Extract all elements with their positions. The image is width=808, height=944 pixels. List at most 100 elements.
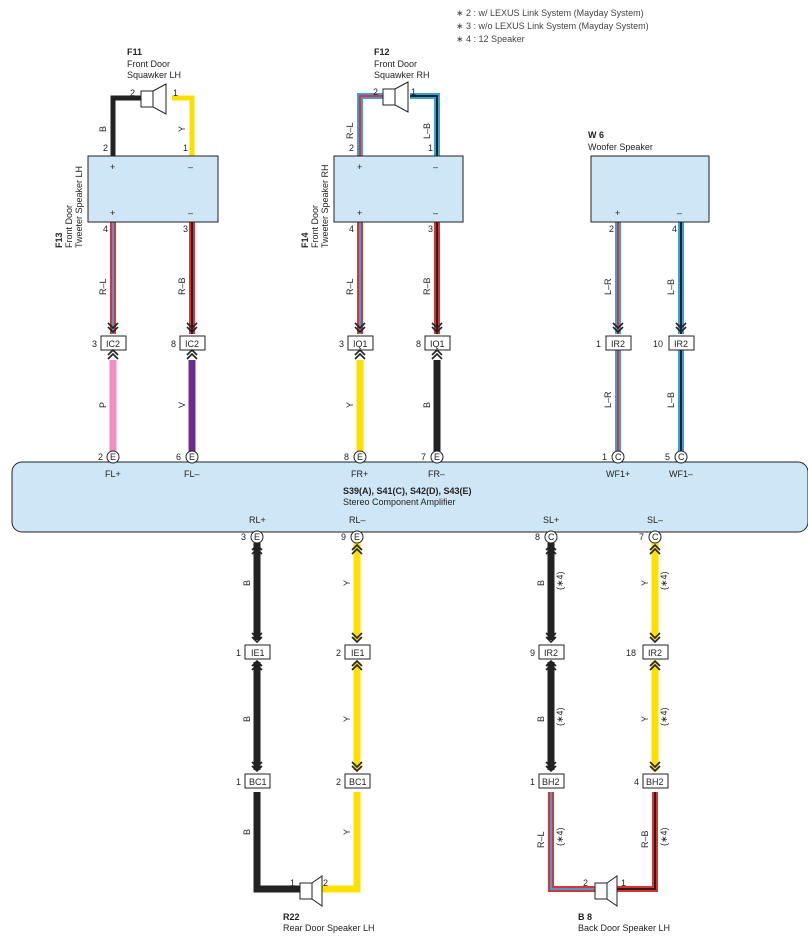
svg-text:B: B <box>242 829 252 835</box>
svg-text:IC2: IC2 <box>106 339 120 349</box>
svg-text:BC1: BC1 <box>249 777 267 787</box>
svg-text:Front Door: Front Door <box>64 205 74 248</box>
svg-text:1: 1 <box>428 143 433 153</box>
connector-iq1-2: IQ1 8 <box>416 335 451 351</box>
wires <box>109 93 684 893</box>
svg-text:RL–: RL– <box>349 515 366 525</box>
wire-bh2-rl <box>548 792 595 892</box>
connector-ir2-2: IR2 10 <box>653 335 695 351</box>
svg-text:1: 1 <box>530 777 535 787</box>
box-signs: + – + – + – + – + – <box>110 162 682 218</box>
f13-label: F13 Front Door Tweeter Speaker LH <box>54 166 84 248</box>
svg-text:L–B: L–B <box>422 123 432 139</box>
bottom-speaker-labels: R22 Rear Door Speaker LH B 8 Back Door S… <box>283 912 670 933</box>
svg-text:P: P <box>98 402 108 408</box>
wire-rl-y3 <box>320 792 361 893</box>
amp-terminals-bottom: E3 E9 C8 C7 <box>241 530 662 544</box>
svg-text:R–L: R–L <box>345 278 355 295</box>
svg-text:(∗4): (∗4) <box>555 827 565 846</box>
svg-text:–: – <box>188 208 193 218</box>
svg-text:IE1: IE1 <box>251 648 265 658</box>
connector-bc1-2: BC1 2 <box>336 773 371 789</box>
w6-box <box>590 155 710 223</box>
svg-text:Front Door: Front Door <box>310 205 320 248</box>
svg-text:10: 10 <box>653 339 663 349</box>
svg-text:7: 7 <box>421 452 426 462</box>
f12-name1: Front Door <box>374 59 417 69</box>
svg-text:–: – <box>188 162 193 172</box>
chevron-icon <box>251 761 263 773</box>
svg-text:1: 1 <box>411 87 416 97</box>
svg-text:B: B <box>242 580 252 586</box>
svg-text:+: + <box>110 208 115 218</box>
speaker-f11-icon <box>140 83 167 115</box>
connector-ie1-1: IE1 1 <box>236 644 271 660</box>
svg-text:2: 2 <box>130 88 135 98</box>
svg-text:L–B: L–B <box>666 279 676 295</box>
chevron-icon <box>612 322 624 334</box>
amp-terminal-labels: FL+ FL– FR+ FR– WF1+ WF1– RL+ RL– SL+ SL… <box>105 469 693 525</box>
svg-text:1: 1 <box>173 88 178 98</box>
speaker-b8-icon <box>594 875 618 907</box>
svg-text:8: 8 <box>535 532 540 542</box>
connector-bc1-1: BC1 1 <box>236 773 271 789</box>
svg-text:4: 4 <box>103 224 108 234</box>
component-titles: F11 Front Door Squawker LH F12 Front Doo… <box>54 47 653 248</box>
chevron-icon <box>351 543 363 555</box>
amp-name: Stereo Component Amplifier <box>343 497 456 507</box>
svg-text:WF1–: WF1– <box>669 469 693 479</box>
r22-code: R22 <box>283 912 300 922</box>
chevron-icon <box>186 348 198 360</box>
svg-text:4: 4 <box>349 224 354 234</box>
svg-text:(∗4): (∗4) <box>659 571 669 590</box>
svg-text:–: – <box>677 208 682 218</box>
connector-ir2-3: IR2 9 <box>530 644 565 660</box>
svg-text:F14: F14 <box>300 232 310 248</box>
svg-text:E: E <box>357 452 363 462</box>
f12-code: F12 <box>374 47 390 57</box>
svg-text:SL+: SL+ <box>543 515 559 525</box>
chevron-icon <box>649 543 661 555</box>
svg-text:(∗4): (∗4) <box>659 707 669 726</box>
f14-box <box>333 155 464 223</box>
chevron-icon <box>351 632 363 644</box>
chevron-icon <box>649 659 661 671</box>
svg-text:Y: Y <box>177 126 187 132</box>
f14-label: F14 Front Door Tweeter Speaker RH <box>300 164 330 248</box>
speaker-f12-icon <box>382 81 409 113</box>
wire-f12-lb <box>410 93 440 156</box>
connector-ic2-1: IC2 3 <box>92 335 127 351</box>
svg-text:5: 5 <box>665 452 670 462</box>
f11-code: F11 <box>127 47 142 57</box>
svg-text:Y: Y <box>342 829 352 835</box>
chevron-icon <box>351 659 363 671</box>
chevron-icon <box>545 632 557 644</box>
svg-text:4: 4 <box>672 224 677 234</box>
svg-text:IR2: IR2 <box>674 339 688 349</box>
svg-text:+: + <box>110 162 115 172</box>
svg-text:L–B: L–B <box>666 392 676 408</box>
chevron-icon <box>354 348 366 360</box>
connector-bh2-1: BH2 1 <box>530 773 565 789</box>
svg-text:1: 1 <box>290 878 295 888</box>
svg-text:C: C <box>678 452 685 462</box>
svg-text:1: 1 <box>596 339 601 349</box>
pin-numbers: 2 1 2 1 4 3 2 1 2 1 4 3 2 4 1 2 2 1 <box>103 87 677 888</box>
svg-text:Y: Y <box>345 402 355 408</box>
svg-text:+: + <box>357 162 362 172</box>
chevron-icon <box>545 761 557 773</box>
svg-text:2: 2 <box>98 452 103 462</box>
connector-ir2-1: IR2 1 <box>596 335 632 351</box>
svg-text:2: 2 <box>583 878 588 888</box>
svg-text:–: – <box>433 162 438 172</box>
svg-text:2: 2 <box>336 777 341 787</box>
svg-text:FL–: FL– <box>184 469 200 479</box>
svg-text:B: B <box>536 716 546 722</box>
svg-text:1: 1 <box>183 143 188 153</box>
b8-code: B 8 <box>578 912 592 922</box>
wire-codes: B Y R–L L–B R–L R–B R–L R–B L–R L–B P V … <box>98 122 676 848</box>
chevron-icon <box>351 761 363 773</box>
svg-text:2: 2 <box>349 143 354 153</box>
svg-text:FR+: FR+ <box>351 469 368 479</box>
connector-ir2-4: IR2 18 <box>626 644 669 660</box>
